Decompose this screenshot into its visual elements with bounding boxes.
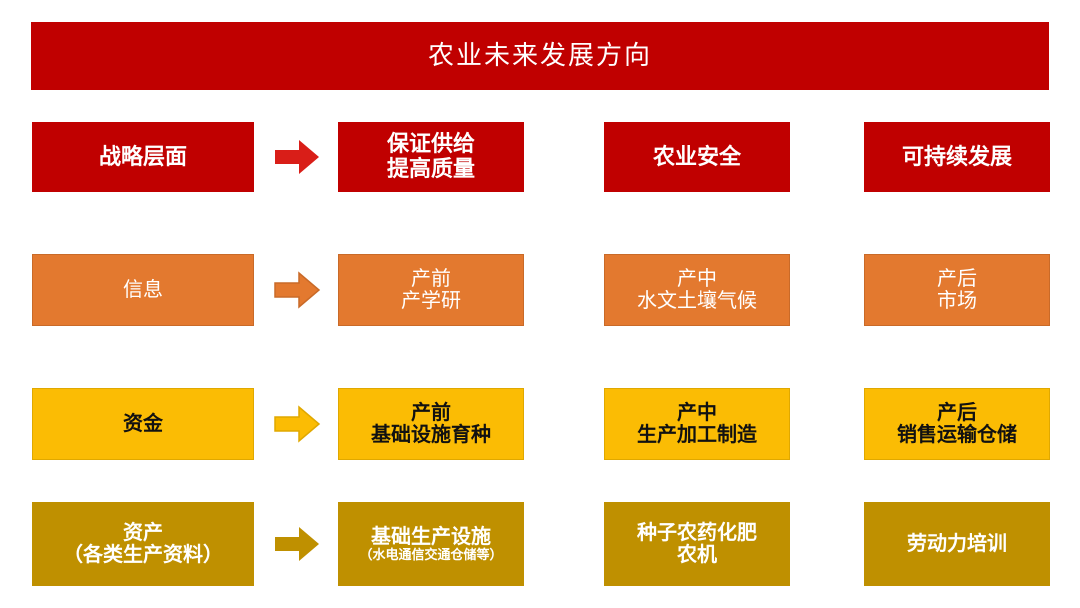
- box-line: 可持续发展: [901, 143, 1012, 169]
- box-capital[interactable]: 资金: [32, 388, 254, 460]
- box-line: 基础生产设施: [371, 525, 491, 548]
- box-line: 市场: [937, 290, 977, 312]
- box-line: 产中: [677, 267, 717, 290]
- box-line: 农机: [677, 544, 717, 566]
- box-labor-training[interactable]: 劳动力培训: [864, 502, 1050, 586]
- box-line: 种子农药化肥: [637, 521, 757, 544]
- box-line: 产后: [937, 401, 977, 424]
- box-post-production-market[interactable]: 产后 市场: [864, 254, 1050, 326]
- box-pre-production-research[interactable]: 产前 产学研: [338, 254, 524, 326]
- box-line: 产前: [411, 401, 451, 424]
- box-subline: （水电通信交通仓储等）: [359, 546, 503, 562]
- box-line: 资产: [123, 521, 163, 544]
- box-line: 产学研: [401, 290, 461, 312]
- box-line: 农业安全: [652, 143, 741, 169]
- box-line: 提高质量: [386, 156, 475, 181]
- diagram-title-banner: 农业未来发展方向: [31, 22, 1049, 90]
- box-line: 产中: [677, 401, 717, 424]
- box-line: 产前: [411, 267, 451, 290]
- box-seeds-pesticides-machinery[interactable]: 种子农药化肥 农机: [604, 502, 790, 586]
- box-line: 销售运输仓储: [897, 424, 1017, 446]
- right-block-arrow-icon: [273, 404, 321, 444]
- box-assets[interactable]: 资产 （各类生产资料）: [32, 502, 254, 586]
- box-sustainable-development[interactable]: 可持续发展: [864, 122, 1050, 192]
- right-block-arrow-icon: [273, 137, 321, 177]
- box-post-production-logistics[interactable]: 产后 销售运输仓储: [864, 388, 1050, 460]
- box-agriculture-safety[interactable]: 农业安全: [604, 122, 790, 192]
- box-strategy-level[interactable]: 战略层面: [32, 122, 254, 192]
- box-line: 水文土壤气候: [637, 290, 757, 312]
- box-line: （各类生产资料）: [63, 544, 223, 566]
- box-basic-production-facilities[interactable]: 基础生产设施 （水电通信交通仓储等）: [338, 502, 524, 586]
- right-block-arrow-icon: [273, 270, 321, 310]
- box-line: 基础设施育种: [371, 424, 491, 446]
- box-line: 保证供给: [386, 131, 475, 157]
- right-block-arrow-icon: [273, 524, 321, 564]
- box-line: 资金: [123, 412, 163, 435]
- page-title: 农业未来发展方向: [427, 40, 652, 70]
- box-line: 战略层面: [98, 143, 187, 169]
- box-pre-production-infrastructure[interactable]: 产前 基础设施育种: [338, 388, 524, 460]
- box-line: 信息: [123, 278, 163, 301]
- box-in-production-manufacturing[interactable]: 产中 生产加工制造: [604, 388, 790, 460]
- box-in-production-environment[interactable]: 产中 水文土壤气候: [604, 254, 790, 326]
- box-line: 劳动力培训: [907, 532, 1007, 555]
- box-ensure-supply[interactable]: 保证供给 提高质量: [338, 122, 524, 192]
- box-line: 产后: [937, 267, 977, 290]
- box-line: 生产加工制造: [637, 424, 757, 446]
- box-information[interactable]: 信息: [32, 254, 254, 326]
